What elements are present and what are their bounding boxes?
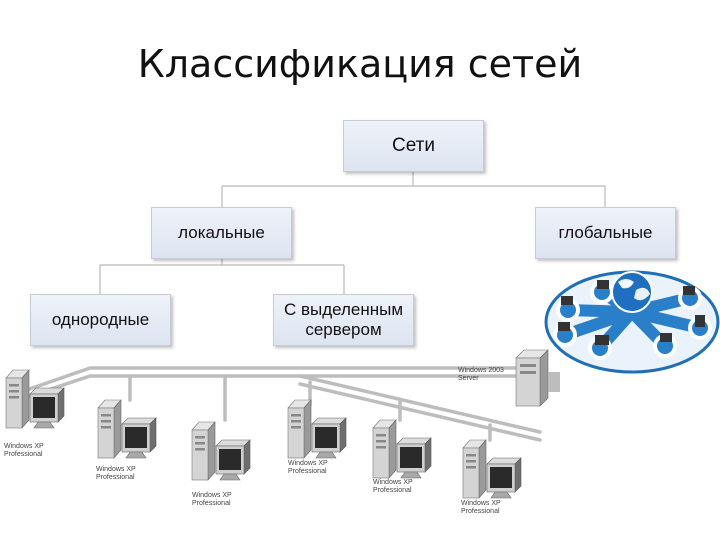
server-computer (515, 349, 560, 407)
node-global-label: глобальные (558, 223, 653, 242)
pc-label-5: Windows XP Professional (373, 479, 413, 494)
page-title: Классификация сетей (137, 42, 583, 86)
pc-label-1: Windows XP Professional (4, 443, 44, 458)
node-dedicated-line1: С выделенным (283, 300, 404, 319)
pc-label-4: Windows XP Professional (288, 460, 328, 475)
node-local-label: локальные (178, 223, 265, 242)
node-homogeneous: однородные (30, 294, 171, 346)
node-homogeneous-label: однородные (51, 310, 150, 329)
node-dedicated-server: С выделенным сервером (273, 294, 414, 346)
node-networks: Сети (343, 120, 484, 172)
node-networks-label: Сети (392, 135, 435, 156)
server-label: Windows 2003 Server (458, 367, 504, 382)
node-dedicated-line2: сервером (305, 320, 382, 339)
pc-label-2: Windows XP Professional (96, 466, 136, 481)
pc-label-6: Windows XP Professional (461, 500, 501, 515)
globe-icon (611, 271, 653, 313)
node-local: локальные (151, 207, 292, 259)
node-global: глобальные (535, 207, 676, 259)
pc-label-3: Windows XP Professional (192, 492, 232, 507)
